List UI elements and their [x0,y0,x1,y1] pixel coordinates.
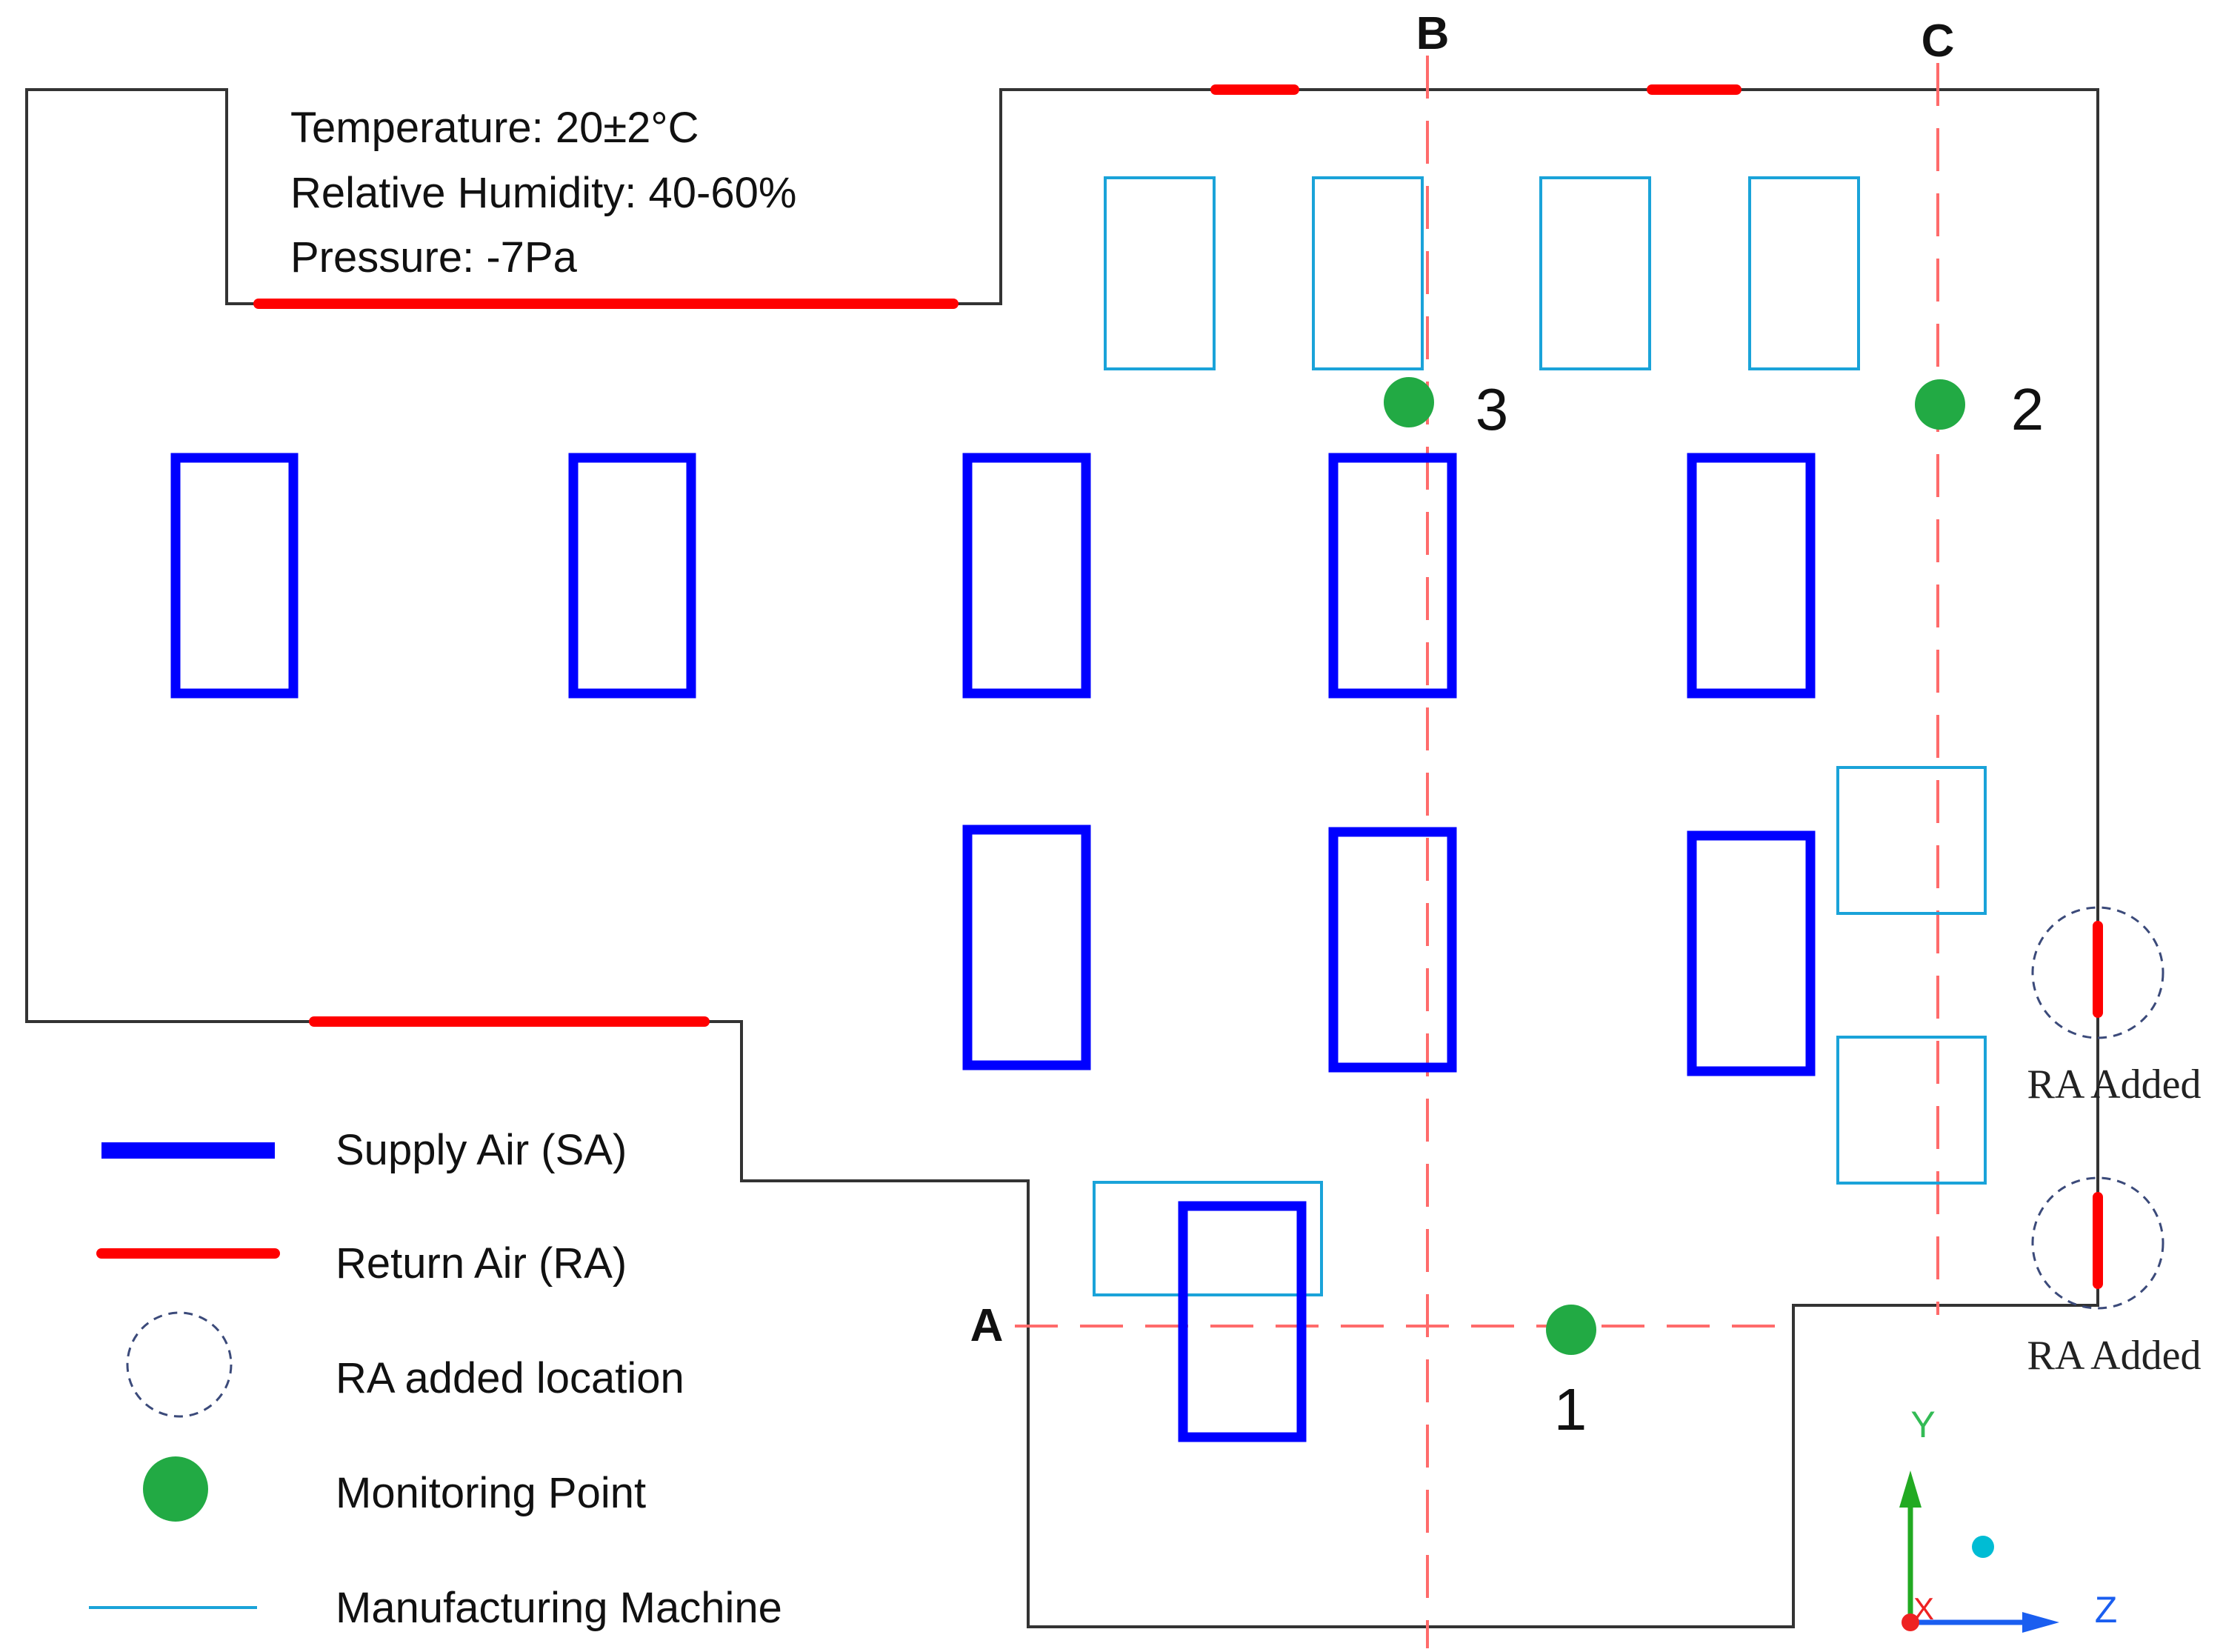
machine [1748,176,1860,370]
legend-ra-added-label: RA added location [336,1354,684,1402]
axis-origin-marker [1972,1536,1994,1558]
ra-added-circle [2031,1176,2164,1310]
supply-air-diffusers [170,453,1816,1442]
y-axis-label: Y [1910,1404,1935,1445]
monitoring-points [1384,377,1965,1355]
legend-monitoring-point-label: Monitoring Point [336,1469,646,1517]
axis-triad: Y Z X [1899,1404,2117,1633]
supply-air-diffuser [1687,830,1816,1076]
temperature-label: Temperature: 20±2°C [290,104,699,152]
x-axis-label: X [1913,1591,1934,1626]
supply-air-diffuser [1328,453,1457,699]
legend-ra-added-swatch [126,1311,233,1418]
z-axis-arrowhead [2022,1612,2059,1633]
supply-air-diffuser [962,825,1091,1070]
supply-air-diffuser [1328,827,1457,1073]
machine [1539,176,1651,370]
supply-air-diffuser [568,453,696,699]
monitoring-point-2 [1915,379,1965,430]
manufacturing-machines [1093,176,1987,1296]
machine [1312,176,1424,370]
legend-supply-air-label: Supply Air (SA) [336,1126,627,1174]
section-label-a: A [970,1300,1004,1351]
legend-monitoring-point-swatch [143,1456,208,1522]
ra-added-label-lower: RA Added [2027,1333,2202,1379]
section-lines [1015,56,1939,1648]
legend: Supply Air (SA) Return Air (RA) RA added… [89,1126,782,1632]
monitoring-label-2: 2 [2011,376,2044,442]
supply-air-diffuser [1178,1201,1307,1442]
humidity-label: Relative Humidity: 40-60% [290,169,796,217]
supply-air-diffuser [962,453,1091,699]
pressure-label: Pressure: -7Pa [290,233,578,282]
ra-added-circle [2031,906,2164,1039]
monitoring-point-3 [1384,377,1434,427]
legend-machine-label: Manufacturing Machine [336,1584,782,1632]
machine [1104,176,1216,370]
monitoring-label-1: 1 [1554,1376,1587,1442]
y-axis-arrowhead [1899,1471,1922,1508]
return-air-grilles [253,84,2103,1289]
monitoring-point-1 [1546,1305,1596,1355]
machine [1836,766,1987,915]
legend-return-air-label: Return Air (RA) [336,1239,627,1288]
machine [1836,1036,1987,1185]
monitoring-label-3: 3 [1476,376,1509,442]
z-axis-label: Z [2095,1589,2118,1631]
ra-added-locations [2031,906,2164,1310]
supply-air-diffuser [170,453,299,699]
machine [1093,1181,1323,1296]
section-label-c: C [1922,16,1955,67]
x-axis-dot [1902,1613,1919,1631]
section-label-b: B [1416,8,1450,59]
supply-air-diffuser [1687,453,1816,699]
ra-added-label-upper: RA Added [2027,1062,2202,1108]
